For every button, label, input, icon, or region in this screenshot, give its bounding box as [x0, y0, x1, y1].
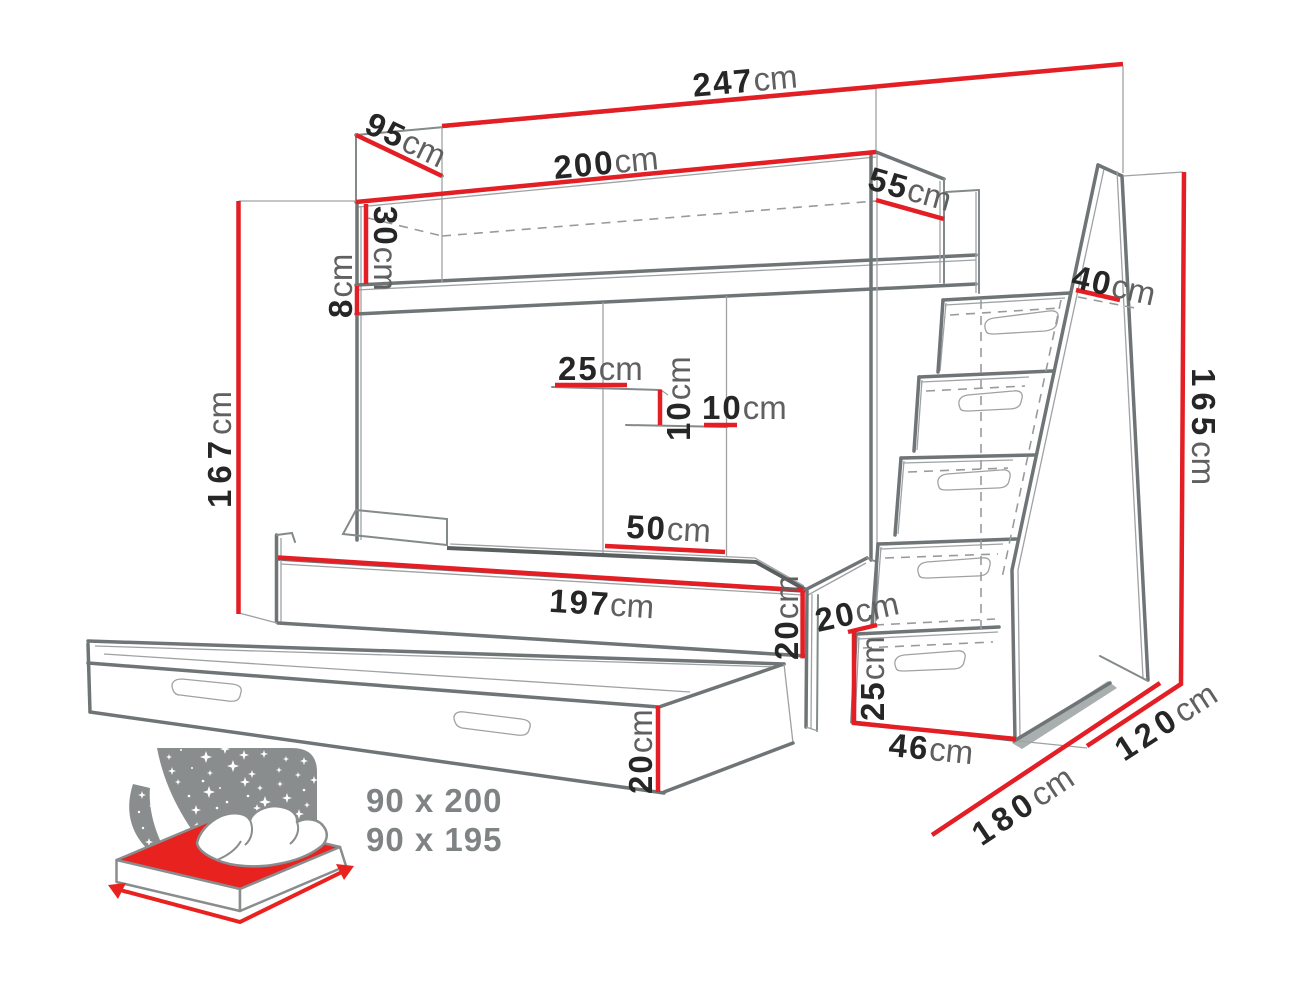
svg-text:46cm: 46cm [887, 726, 975, 771]
svg-text:8cm: 8cm [322, 254, 359, 318]
svg-text:20cm: 20cm [768, 575, 805, 660]
svg-text:40cm: 40cm [1068, 258, 1159, 313]
svg-text:90 x 195: 90 x 195 [366, 821, 502, 858]
svg-text:165cm: 165cm [1185, 368, 1222, 485]
svg-text:197cm: 197cm [548, 582, 655, 626]
svg-text:25cm: 25cm [558, 350, 643, 387]
svg-text:50cm: 50cm [625, 508, 712, 549]
svg-text:90 x 200: 90 x 200 [366, 782, 502, 819]
svg-text:25cm: 25cm [854, 636, 891, 721]
svg-text:20cm: 20cm [622, 709, 659, 794]
svg-text:30cm: 30cm [367, 206, 404, 291]
svg-text:167cm: 167cm [201, 391, 238, 508]
svg-text:10cm: 10cm [660, 356, 697, 441]
svg-text:10cm: 10cm [702, 389, 787, 426]
